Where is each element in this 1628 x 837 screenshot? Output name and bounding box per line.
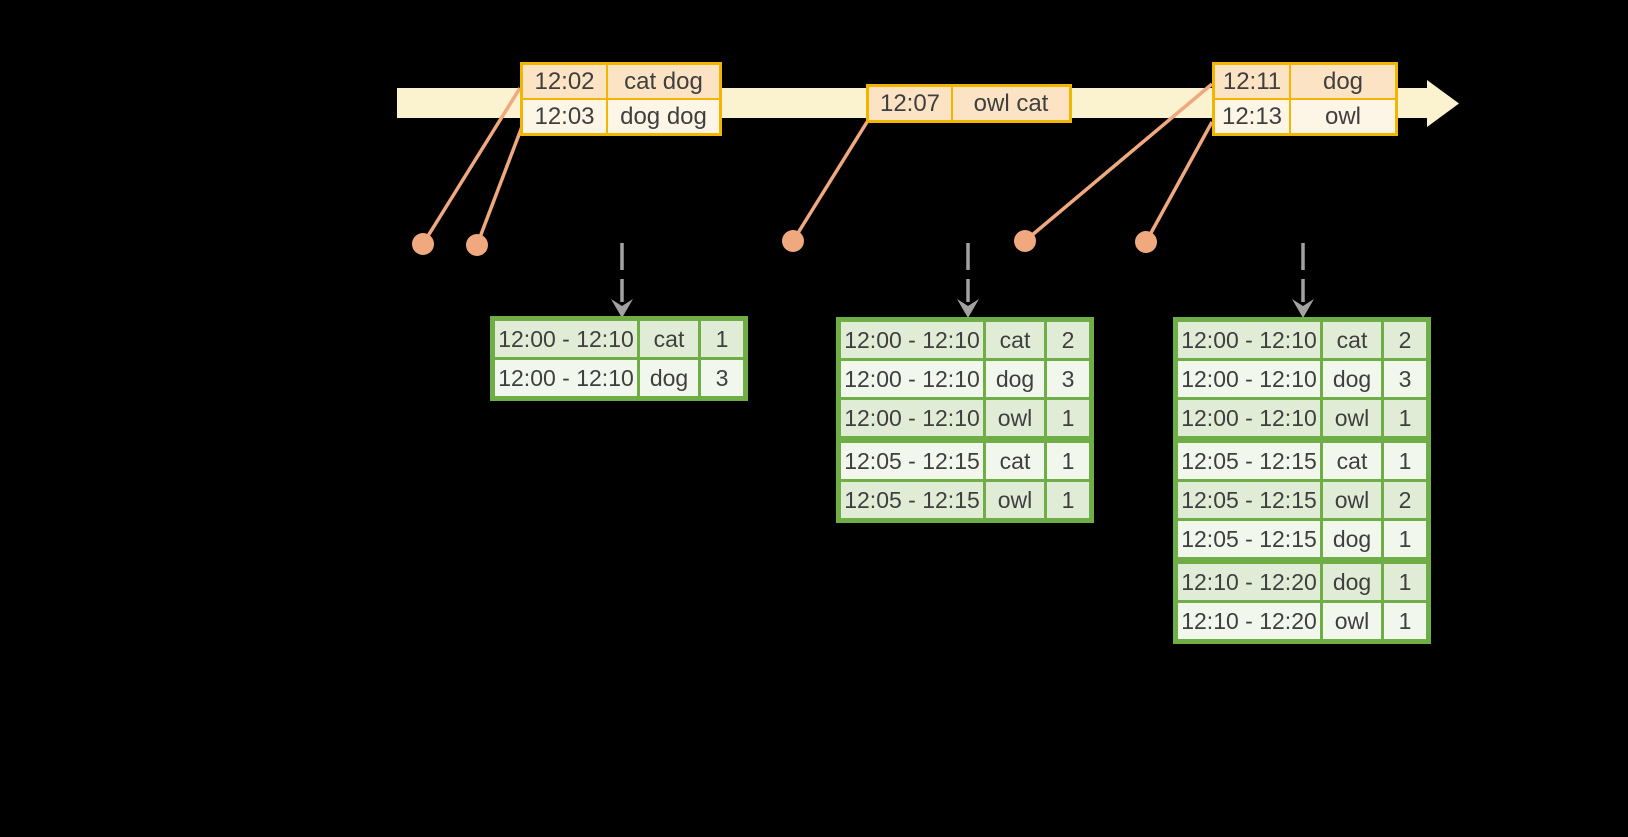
word-cell: owl <box>1323 482 1381 518</box>
time-cell: 12:03 <box>523 100 606 133</box>
word-cell: owl <box>1323 603 1381 639</box>
word-cell: dog <box>1323 361 1381 397</box>
count-cell: 2 <box>1384 322 1426 358</box>
window-cell: 12:00 - 12:10 <box>841 322 983 358</box>
count-cell: 1 <box>1384 400 1426 436</box>
event-dot <box>1014 230 1036 252</box>
words-cell: dog <box>1291 65 1395 98</box>
count-cell: 3 <box>1384 361 1426 397</box>
words-cell: cat dog <box>608 65 719 98</box>
count-cell: 3 <box>1047 361 1089 397</box>
word-cell: cat <box>986 443 1044 479</box>
word-cell: dog <box>1323 564 1381 600</box>
event-dot <box>1135 231 1157 253</box>
count-cell: 1 <box>1047 443 1089 479</box>
word-cell: cat <box>1323 322 1381 358</box>
window-cell: 12:00 - 12:10 <box>1178 361 1320 397</box>
window-cell: 12:05 - 12:15 <box>1178 521 1320 557</box>
words-cell: dog dog <box>608 100 719 133</box>
trigger-arrowhead-icon <box>611 299 633 318</box>
count-cell: 2 <box>1384 482 1426 518</box>
word-cell: dog <box>640 360 698 396</box>
count-cell: 1 <box>1384 564 1426 600</box>
word-cell: owl <box>1323 400 1381 436</box>
event-connector-line <box>1023 82 1214 243</box>
window-cell: 12:00 - 12:10 <box>1178 400 1320 436</box>
event-connector-line <box>421 87 522 245</box>
time-cell: 12:07 <box>869 87 951 120</box>
window-cell: 12:05 - 12:15 <box>841 443 983 479</box>
count-cell: 1 <box>1384 443 1426 479</box>
event-connector-line <box>475 123 525 246</box>
window-cell: 12:10 - 12:20 <box>1178 564 1320 600</box>
count-cell: 3 <box>701 360 743 396</box>
count-cell: 2 <box>1047 322 1089 358</box>
event-connector-line <box>1144 121 1214 243</box>
time-cell: 12:02 <box>523 65 606 98</box>
event-connector-line <box>791 121 869 242</box>
word-cell: cat <box>640 321 698 357</box>
window-cell: 12:00 - 12:10 <box>495 360 637 396</box>
count-cell: 1 <box>1047 400 1089 436</box>
window-cell: 12:05 - 12:15 <box>1178 482 1320 518</box>
word-cell: owl <box>986 400 1044 436</box>
word-cell: dog <box>986 361 1044 397</box>
word-cell: cat <box>1323 443 1381 479</box>
word-cell: owl <box>986 482 1044 518</box>
window-cell: 12:05 - 12:15 <box>1178 443 1320 479</box>
count-cell: 1 <box>701 321 743 357</box>
word-cell: dog <box>1323 521 1381 557</box>
window-cell: 12:00 - 12:10 <box>1178 322 1320 358</box>
event-dot <box>466 234 488 256</box>
timeline-arrowhead-icon <box>1427 80 1459 127</box>
trigger-arrowhead-icon <box>1292 299 1314 318</box>
time-cell: 12:11 <box>1215 65 1289 98</box>
trigger-arrowhead-icon <box>957 299 979 318</box>
words-cell: owl cat <box>953 87 1069 120</box>
window-cell: 12:00 - 12:10 <box>495 321 637 357</box>
count-cell: 1 <box>1047 482 1089 518</box>
window-cell: 12:00 - 12:10 <box>841 400 983 436</box>
window-cell: 12:00 - 12:10 <box>841 361 983 397</box>
window-cell: 12:05 - 12:15 <box>841 482 983 518</box>
window-cell: 12:10 - 12:20 <box>1178 603 1320 639</box>
event-dot <box>412 233 434 255</box>
count-cell: 1 <box>1384 603 1426 639</box>
words-cell: owl <box>1291 100 1395 133</box>
word-cell: cat <box>986 322 1044 358</box>
time-cell: 12:13 <box>1215 100 1289 133</box>
event-dot <box>782 230 804 252</box>
count-cell: 1 <box>1384 521 1426 557</box>
